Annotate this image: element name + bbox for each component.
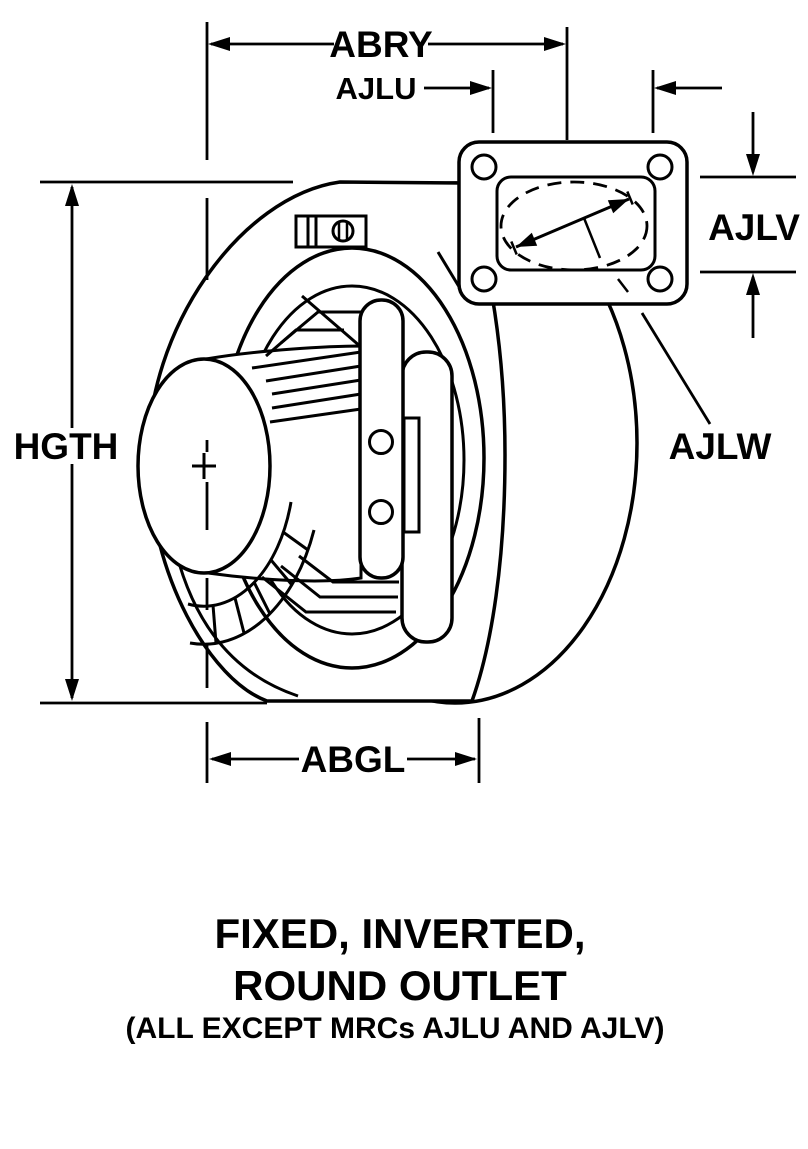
top-screw-block: [294, 214, 368, 249]
outlet-dashed-circle: [499, 180, 649, 272]
caption: FIXED, INVERTED, ROUND OUTLET (ALL EXCEP…: [126, 910, 665, 1045]
flange-bolt-hole-tr: [646, 153, 674, 181]
flange-bolt-hole-bl: [470, 265, 498, 293]
screw-head-icon: [331, 219, 355, 243]
label-ajlw: AJLW: [669, 426, 772, 467]
dimension-ajlu: AJLU: [336, 70, 722, 133]
caption-title-line2: ROUND OUTLET: [233, 962, 567, 1009]
caption-subtitle: (ALL EXCEPT MRCs AJLU AND AJLV): [126, 1012, 665, 1045]
dimension-abry: ABRY: [208, 24, 569, 140]
dimension-hgth: HGTH: [14, 180, 293, 705]
mounting-hole-lower: [368, 499, 394, 525]
label-ajlv: AJLV: [708, 207, 800, 248]
label-abgl: ABGL: [301, 739, 406, 780]
outlet-diameter-arrow: [510, 191, 634, 259]
label-ajlu: AJLU: [336, 71, 417, 106]
flange-neck-line: [436, 251, 463, 291]
flange-bolt-hole-br: [646, 265, 674, 293]
housing-seam-arc: [174, 551, 299, 698]
dimension-ajlv: AJLV: [700, 112, 800, 338]
flange-bolt-hole-tl: [470, 153, 498, 181]
mounting-hole-upper: [368, 429, 394, 455]
ajlw-leader-line: [640, 312, 712, 425]
flange-inner-rect: [495, 175, 657, 272]
blower-housing: [136, 180, 639, 705]
cone-ribs: [251, 350, 362, 424]
dimension-abgl: ABGL: [205, 718, 481, 783]
dimension-ajlw: AJLW: [640, 312, 772, 467]
outlet-flange: [436, 140, 689, 306]
label-hgth: HGTH: [14, 426, 119, 467]
lower-louvers: [261, 554, 399, 614]
label-abry: ABRY: [329, 24, 433, 65]
flange-detail-tick: [617, 278, 629, 293]
band-inner-plate: [402, 416, 421, 534]
caption-title-line1: FIXED, INVERTED,: [214, 910, 585, 957]
hub-center-mark: [192, 453, 216, 479]
